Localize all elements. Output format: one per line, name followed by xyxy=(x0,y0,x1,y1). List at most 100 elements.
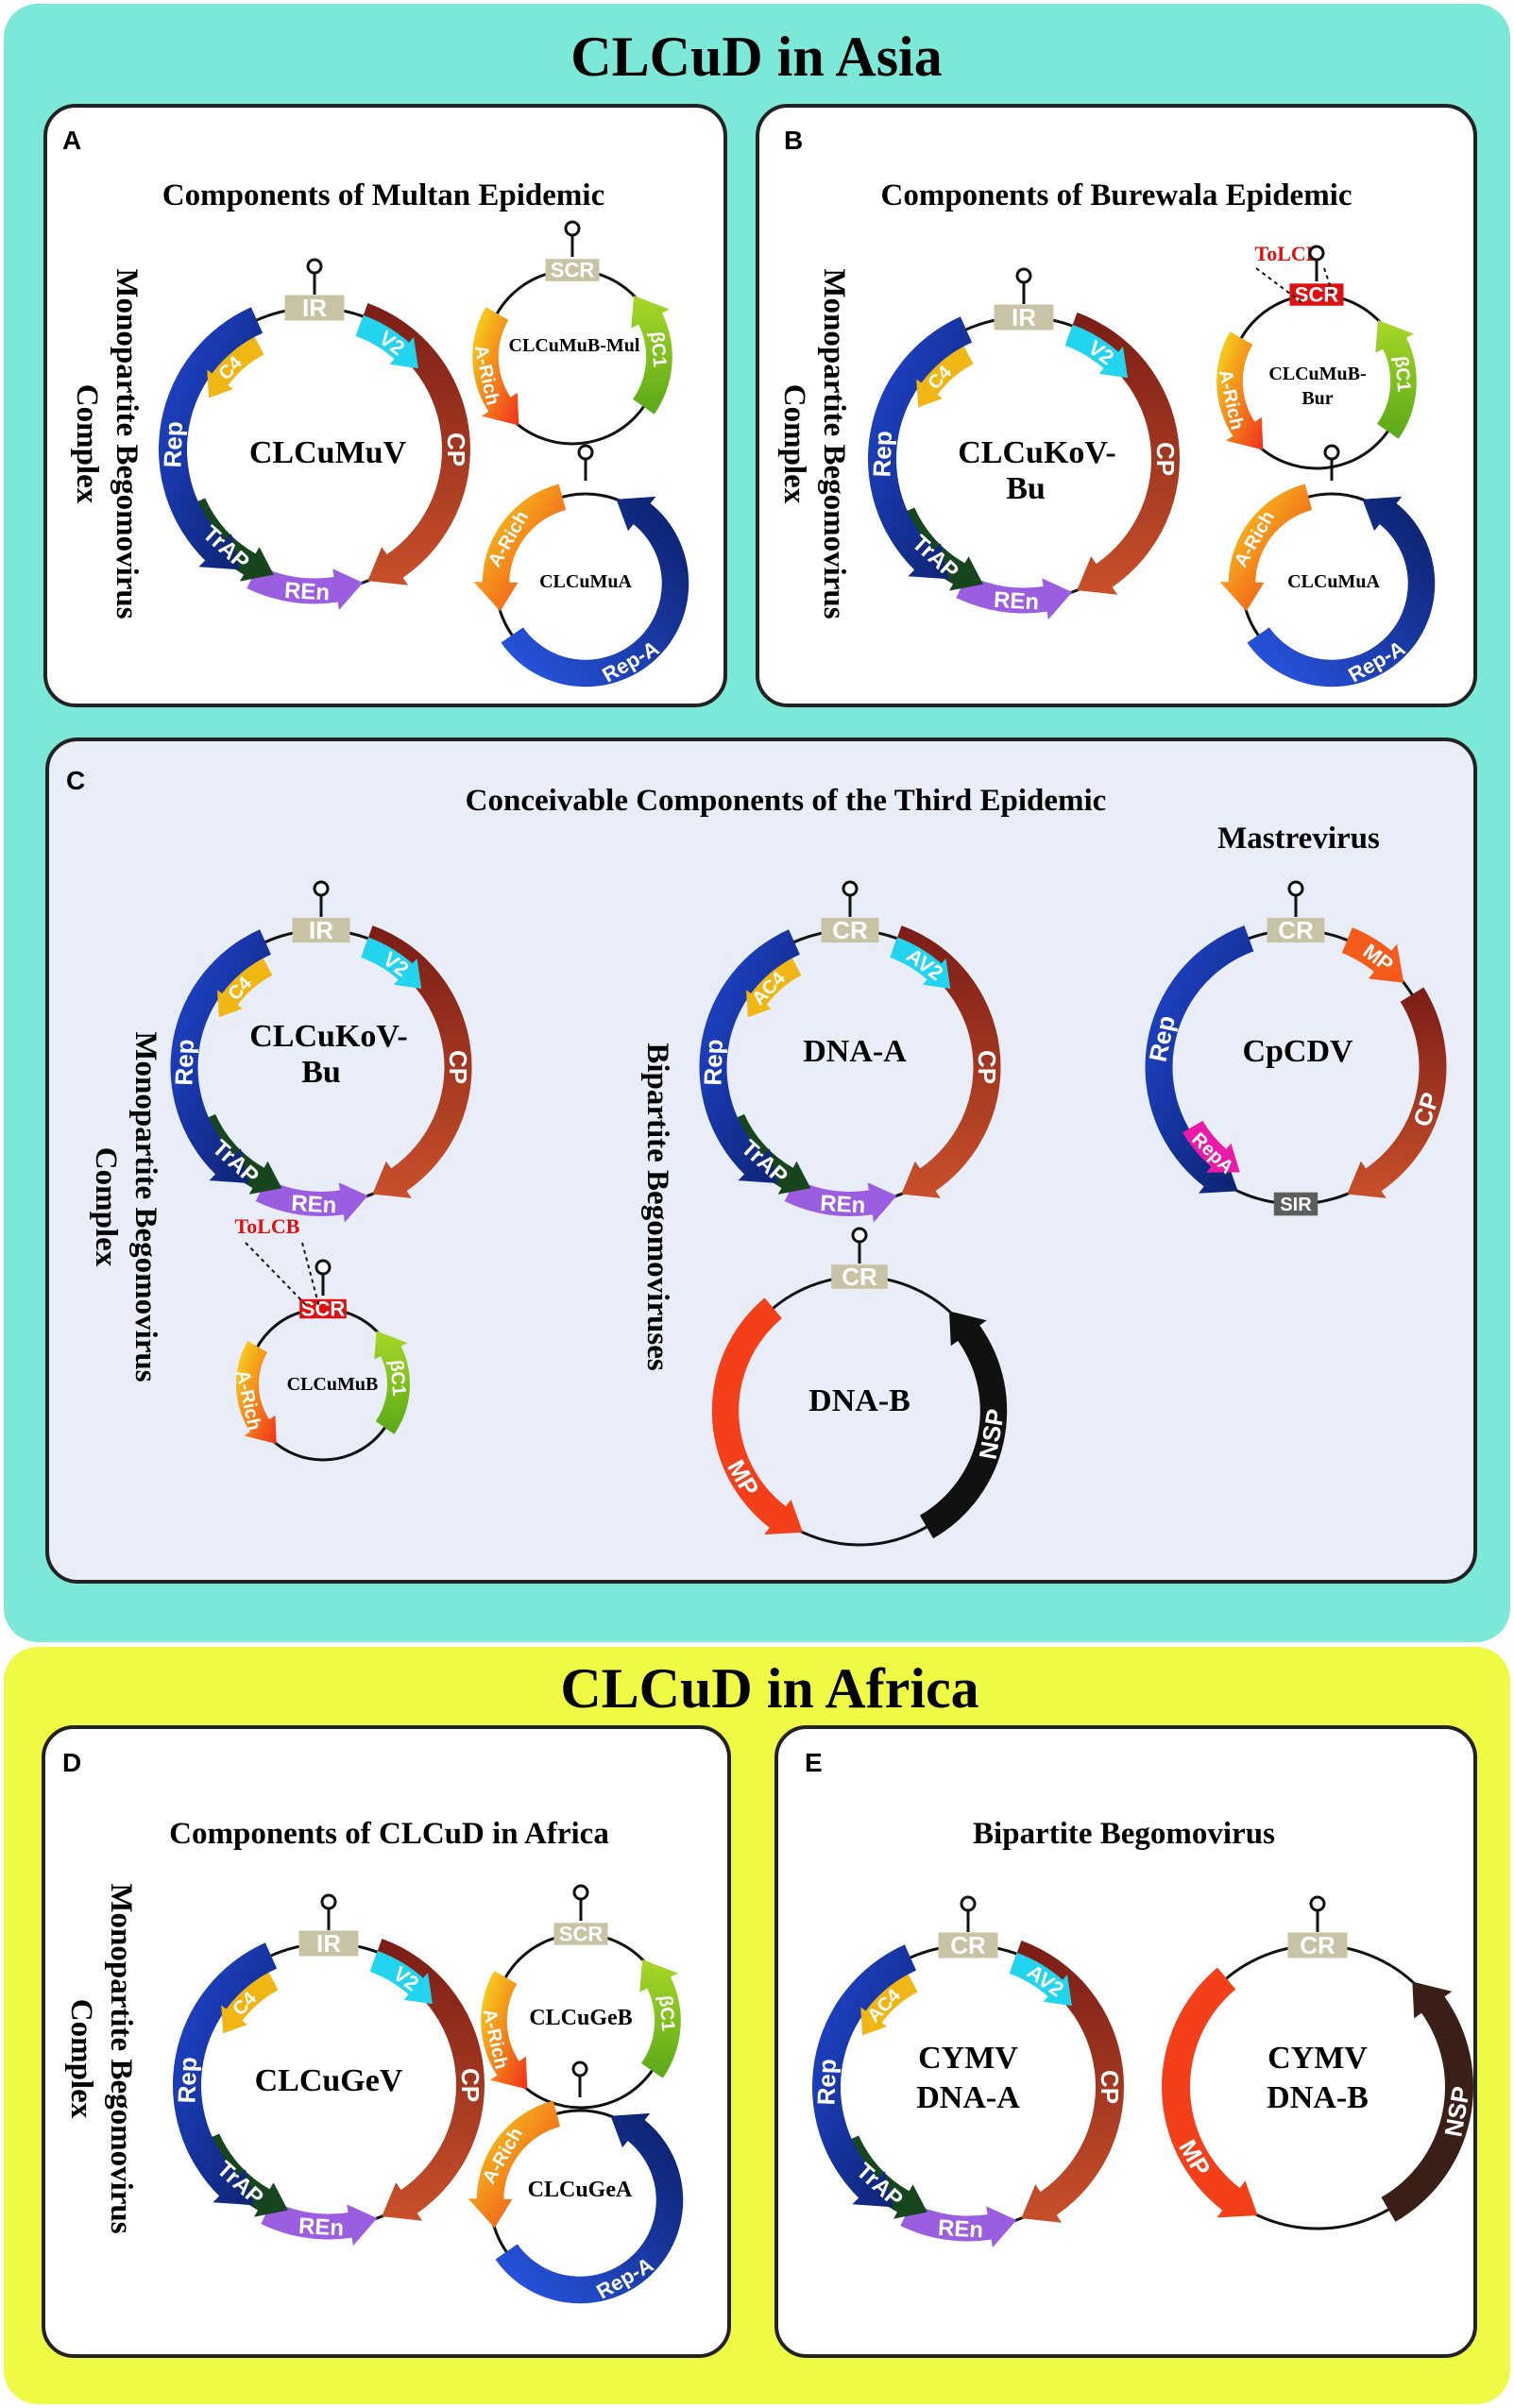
panel-b-arich-arrow xyxy=(1219,483,1313,612)
panel-c-dna-a-ren-label: REn xyxy=(820,1191,866,1218)
panel-a-virus-cp-arrow xyxy=(358,302,470,585)
panel-d-virus-rep-arrow xyxy=(172,1942,278,2206)
panel-d-alphasatellite-name: CLCuGeA xyxy=(528,2178,633,2202)
panel-d-beta-origin-icon xyxy=(572,1884,589,1901)
panel-c-mastrevirus-title: Mastrevirus xyxy=(1217,822,1380,856)
panel-c-letter: C xyxy=(66,766,85,795)
panel-c-dna-b-nsp-arrow xyxy=(919,1311,1008,1539)
panel-a-virus-c4-arrow xyxy=(207,336,264,399)
panel-b-recomb-line-2 xyxy=(1323,267,1335,297)
panel-a-virus-ren-label: REn xyxy=(283,578,330,605)
panel-b-side-label: Monopartite Begomovirus Complex xyxy=(777,268,851,619)
panel-a-repa-arrow xyxy=(501,496,689,687)
panel-d-virus-v2-arrow xyxy=(369,1950,433,2005)
panel-c-virus-rep-arrow xyxy=(170,929,271,1183)
panel-e-dna-b-name-2: DNA-B xyxy=(1267,2080,1369,2115)
panel-c-dna-a-rep-arrow xyxy=(699,929,800,1183)
panel-c-title: Conceivable Components of the Third Epid… xyxy=(466,784,1107,818)
panel-c-mastrevirus-origin-icon xyxy=(1287,880,1304,897)
panel-d-box xyxy=(42,1725,731,2358)
panel-b-betac1-label: βC1 xyxy=(1390,355,1414,393)
panel-a-virus-ren-arrow xyxy=(247,565,364,611)
panel-b-virus-ir-label: IR xyxy=(1012,303,1036,331)
panel-c-dna-a-name: DNA-A xyxy=(803,1034,907,1069)
panel-b-virus-ir-box xyxy=(994,304,1054,331)
panel-a-virus-origin-icon xyxy=(306,258,323,275)
panel-b-virus-cp-arrow xyxy=(1067,312,1180,595)
panel-e-dna-a-rep-label: Rep xyxy=(811,2059,842,2106)
panel-e-dna-a-cp-arrow xyxy=(1012,1940,1125,2223)
panel-c-virus-origin-icon xyxy=(313,880,330,897)
panel-e-dna-b-nsp-arrow xyxy=(1381,1981,1474,2222)
panel-d-title: Components of CLCuD in Africa xyxy=(169,1817,609,1851)
panel-a-virus-v2-arrow xyxy=(355,314,418,369)
panel-a-scr-label: SCR xyxy=(551,259,595,282)
panel-c-virus-name-1: CLCuKoV- xyxy=(249,1019,408,1054)
panel-b-arich-arrow xyxy=(1216,331,1264,450)
panel-c-dna-b-name: DNA-B xyxy=(808,1383,910,1418)
panel-c-virus-ir-box xyxy=(292,917,350,943)
panel-c-virus-c4-arrow xyxy=(217,958,273,1018)
panel-c-scr-box xyxy=(299,1298,347,1319)
panel-b-virus-name-2: Bu xyxy=(1006,471,1046,506)
panel-a-title: Components of Multan Epidemic xyxy=(162,178,604,212)
panel-b-alphasatellite-name: CLCuMuA xyxy=(1287,571,1380,592)
panel-c-bipartite-label: Bipartite Begomoviruses xyxy=(640,1043,674,1371)
panel-c-mastrevirus-sir-box xyxy=(1273,1192,1318,1216)
panel-e-dna-b-cr-box xyxy=(1287,1932,1348,1959)
panel-a-virus-rep-label: Rep xyxy=(158,421,188,468)
panel-d-virus-cp-arrow xyxy=(372,1938,485,2221)
svg-text:Complex: Complex xyxy=(64,1999,98,2119)
panel-b-recomb-line-1 xyxy=(1255,267,1302,303)
panel-c-virus-v2-arrow xyxy=(361,937,422,989)
panel-b-virus-cp-label: CP xyxy=(1151,442,1180,476)
svg-text:Monopartite Begomovirus: Monopartite Begomovirus xyxy=(104,1883,138,2233)
panel-e-dna-a-c4-arrow xyxy=(860,1974,918,2036)
panel-d-betac1-arrow xyxy=(639,1959,681,2078)
svg-text:Complex: Complex xyxy=(777,384,811,504)
panel-d-virus-ir-label: IR xyxy=(316,1929,341,1958)
panel-a-virus-cp-label: CP xyxy=(442,432,470,466)
panel-d-arich-arrow xyxy=(481,1971,528,2090)
panel-e-dna-a-cp-label: CP xyxy=(1096,2070,1124,2104)
panel-c-recomb-line-2 xyxy=(301,1242,320,1308)
panel-c-virus-ren-arrow xyxy=(255,1179,368,1223)
panel-c-dna-b-cr-box xyxy=(831,1264,888,1289)
panel-c-virus-rep-label: Rep xyxy=(169,1039,199,1086)
panel-d-arich-arrow xyxy=(468,2100,561,2229)
panel-b-letter: B xyxy=(784,126,803,155)
panel-d-virus-ren-label: REn xyxy=(298,2213,344,2241)
panel-a-arich-arrow xyxy=(472,307,519,426)
panel-b-virus-origin-icon xyxy=(1015,267,1032,284)
panel-c-virus-cp-label: CP xyxy=(444,1050,472,1084)
panel-c-mastrevirus-mp-arrow xyxy=(1341,927,1404,983)
panel-d-virus-ir-box xyxy=(298,1930,359,1957)
panel-e-dna-a-name-1: CYMV xyxy=(918,2041,1018,2076)
panel-e-dna-b-mp-arrow xyxy=(1162,1967,1258,2218)
panel-c-side-label: Monopartite Begomovirus Complex xyxy=(89,1031,162,1382)
panel-d-betasatellite-name: CLCuGeB xyxy=(529,2006,632,2030)
panel-c-dna-a-v2-arrow xyxy=(890,937,951,989)
panel-b-virus-name-1: CLCuKoV- xyxy=(958,435,1116,470)
panel-c-dna-a-cp-label: CP xyxy=(973,1050,1001,1084)
panel-d-virus-ren-arrow xyxy=(261,2200,378,2247)
panel-c-dna-a-cp-arrow xyxy=(892,925,1001,1198)
panel-c-dna-a-origin-icon xyxy=(842,880,859,897)
panel-e-box xyxy=(774,1725,1477,2358)
panel-e-dna-a-ren-label: REn xyxy=(937,2215,983,2243)
svg-text:Monopartite Begomovirus: Monopartite Begomovirus xyxy=(817,268,851,619)
panel-e-letter: E xyxy=(805,1748,823,1777)
panel-c-mastrevirus-rep-arrow xyxy=(1145,925,1254,1194)
panel-c-beta-origin-icon xyxy=(315,1259,332,1276)
svg-text:Complex: Complex xyxy=(70,384,104,504)
panel-d-alpha-origin-icon xyxy=(571,2060,588,2077)
panel-e-dna-a-v2-arrow xyxy=(1009,1952,1072,2007)
panel-d-scr-label: SCR xyxy=(559,1923,604,1946)
panel-c-virus-name-2: Bu xyxy=(301,1055,341,1090)
panel-e-dna-a-name-2: DNA-A xyxy=(916,2080,1020,2115)
panel-d-scr-box xyxy=(553,1923,608,1945)
panel-c-mastrevirus-name: CpCDV xyxy=(1242,1034,1353,1069)
panel-b-title: Components of Burewala Epidemic xyxy=(881,178,1352,212)
panel-d-repa-arrow xyxy=(495,2112,684,2304)
panel-d-virus-cp-label: CP xyxy=(456,2068,485,2102)
